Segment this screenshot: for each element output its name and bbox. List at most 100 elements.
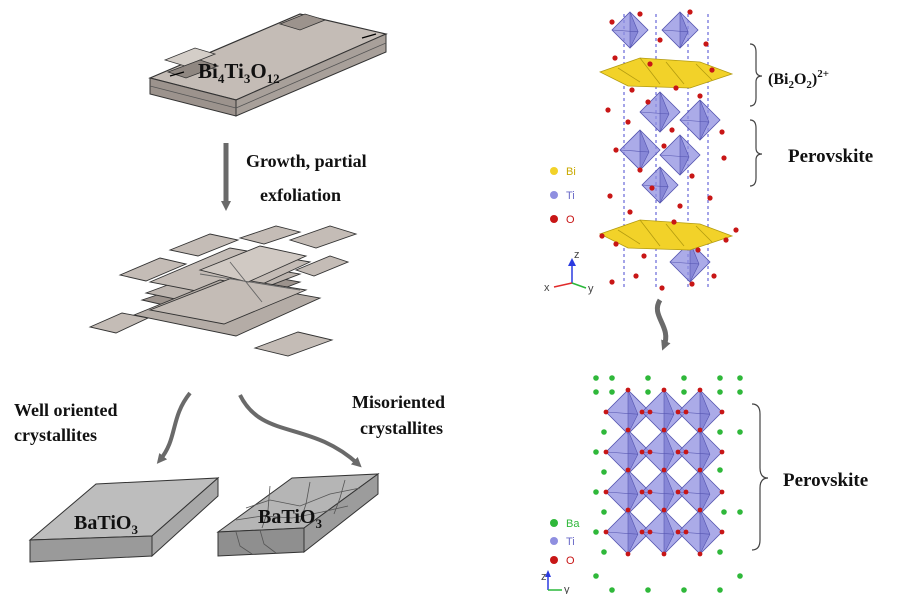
bi2o2-layer-label: (Bi2O2)2+	[768, 68, 829, 91]
perovskite-bottom-label: Perovskite	[783, 470, 868, 491]
legend-ba-text: Ba	[566, 518, 580, 530]
bto-o-atom-23	[683, 529, 689, 535]
bto-octahedron-1-shade	[663, 389, 675, 435]
bto-ba-atom-11	[737, 389, 743, 395]
bto-o-atom-0	[625, 387, 631, 393]
axis-y-label: y	[588, 283, 594, 295]
bit-octahedron-0-edge	[611, 29, 639, 33]
bi2o2-layer-upper-edge-1	[639, 57, 661, 85]
growth-step-line1: Growth, partial	[246, 151, 367, 171]
bit-octahedron-7-shade	[689, 241, 700, 283]
bit-atoms	[599, 9, 739, 291]
legend-o-swatch	[550, 215, 558, 223]
bit-octahedron-7-edge	[669, 261, 700, 265]
bto-o-atom-18	[661, 467, 667, 473]
growth-step-line2: exfoliation	[260, 185, 341, 205]
bto-octahedron-4-edge	[641, 451, 674, 455]
bto-ba-atom-24	[717, 587, 723, 593]
bto-ba-atom-4	[645, 375, 651, 381]
bi2o2-layer-upper	[598, 57, 734, 89]
bit-o-atom-15	[719, 129, 725, 135]
bto-o-atom-9	[625, 507, 631, 513]
bto-o-atom-27	[697, 427, 703, 433]
bto-octahedron-3-shade	[627, 429, 639, 475]
bto-octahedron-1	[641, 389, 687, 435]
misoriented-arrow	[238, 394, 362, 468]
bto-ba-atom-12	[601, 429, 607, 435]
bit-o-atom-11	[625, 119, 631, 125]
bit-o-atom-26	[613, 241, 619, 247]
perovskite-top-label: Perovskite	[788, 146, 873, 167]
bto-o-atom-6	[625, 467, 631, 473]
legend-ti-text: Ti	[566, 190, 575, 202]
axis-z-label-2: z	[541, 571, 547, 583]
bto-octahedron-11-edge	[677, 531, 710, 535]
misoriented-line1: Misoriented	[352, 392, 445, 412]
bto-octahedron-0	[605, 389, 651, 435]
bto-octahedron-11	[677, 509, 723, 555]
bto-o-atom-29	[719, 449, 725, 455]
bto-o-atom-12	[661, 387, 667, 393]
bto-ba-atom-18	[601, 549, 607, 555]
bto-o-atom-33	[697, 507, 703, 513]
batio3-misoriented-label: BaTiO3	[258, 506, 322, 531]
bto-o-atom-3	[625, 427, 631, 433]
well-oriented-line2: crystallites	[14, 425, 97, 445]
bto-octahedron-8-shade	[699, 469, 711, 515]
bto-o-atom-36	[625, 551, 631, 557]
bit-o-atom-1	[637, 11, 643, 17]
perovskite-bottom-bracket	[751, 403, 769, 551]
bit-octahedron-7	[669, 241, 711, 283]
bto-octahedron-0-edge	[605, 411, 638, 415]
bit-octahedron-1	[661, 11, 699, 49]
legend-bi-text: Bi	[566, 166, 576, 178]
bit-octahedron-5-edge	[659, 154, 690, 158]
bto-o-atom-17	[683, 449, 689, 455]
bit-axes-gizmo: z x y	[544, 249, 594, 295]
bi2o2-layer-upper-edge-2	[665, 61, 685, 85]
bi2o2-layer-upper-edge-3	[695, 63, 713, 81]
bto-octahedron-0-shade	[627, 389, 639, 435]
axis-x-label: x	[544, 282, 550, 294]
bto-ba-atom-9	[717, 389, 723, 395]
bto-o-atom-22	[639, 529, 645, 535]
bto-octahedron-6	[605, 469, 651, 515]
bto-o-atom-21	[661, 507, 667, 513]
bit-crystal-structure	[598, 9, 739, 291]
bit-plate	[148, 13, 388, 117]
bto-octahedron-2-shade	[699, 389, 711, 435]
bto-legend: Ba Ti O	[550, 518, 580, 567]
bit-formula-label: Bi4Ti3O12	[198, 59, 280, 86]
legend-bi-swatch	[550, 167, 558, 175]
legend-ba-swatch	[550, 519, 558, 527]
axis-y-label-2: y	[564, 584, 570, 594]
bto-ba-atom-25	[737, 573, 743, 579]
bit-o-atom-12	[645, 99, 651, 105]
bto-octahedron-5	[677, 429, 723, 475]
transformation-arrow	[654, 298, 671, 351]
bit-legend: Bi Ti O	[550, 166, 576, 226]
bto-octahedron-9-edge	[605, 531, 638, 535]
bit-octahedron-1-edge	[661, 29, 689, 33]
bit-octahedron-2-shade	[659, 91, 670, 133]
well-oriented-line1: Well oriented	[14, 400, 117, 420]
bit-octahedron-4	[619, 129, 661, 171]
bit-octahedron-4-edge	[619, 149, 650, 153]
bto-o-atom-25	[675, 409, 681, 415]
bto-ba-atom-2	[609, 375, 615, 381]
bto-ba-atom-5	[645, 389, 651, 395]
bit-o-atom-36	[599, 233, 605, 239]
bit-o-atom-34	[689, 281, 695, 287]
batio3-misoriented-slab	[216, 473, 380, 557]
bto-ba-atom-8	[717, 375, 723, 381]
bto-ba-atom-19	[717, 549, 723, 555]
bto-ba-atom-30	[593, 529, 599, 535]
bto-octahedron-9	[605, 509, 651, 555]
bto-o-atom-32	[719, 489, 725, 495]
bto-ba-atom-29	[593, 489, 599, 495]
bto-o-atom-7	[603, 489, 609, 495]
legend-ti-swatch	[550, 191, 558, 199]
bto-o-atom-5	[647, 449, 653, 455]
bto-ba-atom-27	[737, 509, 743, 515]
bto-octahedron-3	[605, 429, 651, 475]
